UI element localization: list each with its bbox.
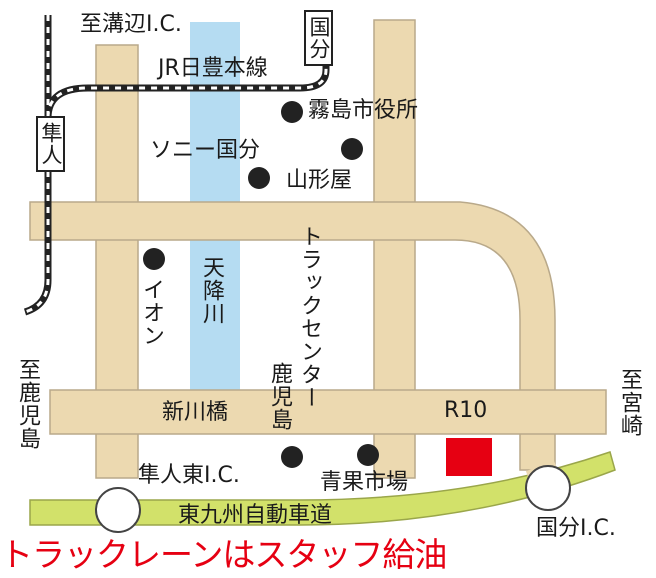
expressway <box>29 451 616 526</box>
label-kirishima-city-hall: 霧島市役所 <box>308 98 419 123</box>
label-yamagataya: 山形屋 <box>286 168 353 193</box>
railway-jr-nippo <box>23 15 330 316</box>
label-shinkawa-bridge: 新川橋 <box>162 400 229 425</box>
label-to-kagoshima: 至鹿児島 <box>15 358 40 450</box>
label-higashi-kyushu-expressway: 東九州自動車道 <box>178 503 333 528</box>
black-dot-icon-kagoshima <box>281 446 303 468</box>
label-to-miyazaki: 至宮崎 <box>617 368 642 437</box>
label-hayato-station: 隼人 <box>36 116 65 172</box>
label-to-mizobe-ic: 至溝辺I.C. <box>80 12 182 37</box>
road-network <box>29 19 607 479</box>
black-dot-icon-sony <box>248 167 270 189</box>
label-kagoshima: 鹿児島 <box>267 362 292 431</box>
hayato-higashi-ic-icon <box>95 487 141 533</box>
black-dot-icon-aeon <box>143 248 165 270</box>
label-kokubu-station: 国分 <box>304 10 333 66</box>
caption-truck-lane: トラックレーンはスタッフ給油 <box>0 535 447 574</box>
label-amori-river: 天降川 <box>199 256 224 325</box>
kokubu-ic-icon <box>525 465 571 511</box>
red-square-icon <box>446 438 492 476</box>
label-sony-kokubu: ソニー国分 <box>150 138 261 163</box>
black-dot-icon-city-hall <box>281 101 303 123</box>
black-dot-icon-yamagataya <box>341 138 363 160</box>
label-hayato-higashi-ic: 隼人東I.C. <box>138 463 240 488</box>
black-dot-icon-market <box>357 444 379 466</box>
label-seika-market: 青果市場 <box>320 470 409 495</box>
label-aeon: イオン <box>139 278 164 347</box>
label-kokubu-ic: 国分I.C. <box>536 516 616 541</box>
label-truck-center: トラックセンター <box>297 225 322 409</box>
label-route-r10: R10 <box>444 398 488 423</box>
label-jr-line: JR日豊本線 <box>158 56 268 81</box>
